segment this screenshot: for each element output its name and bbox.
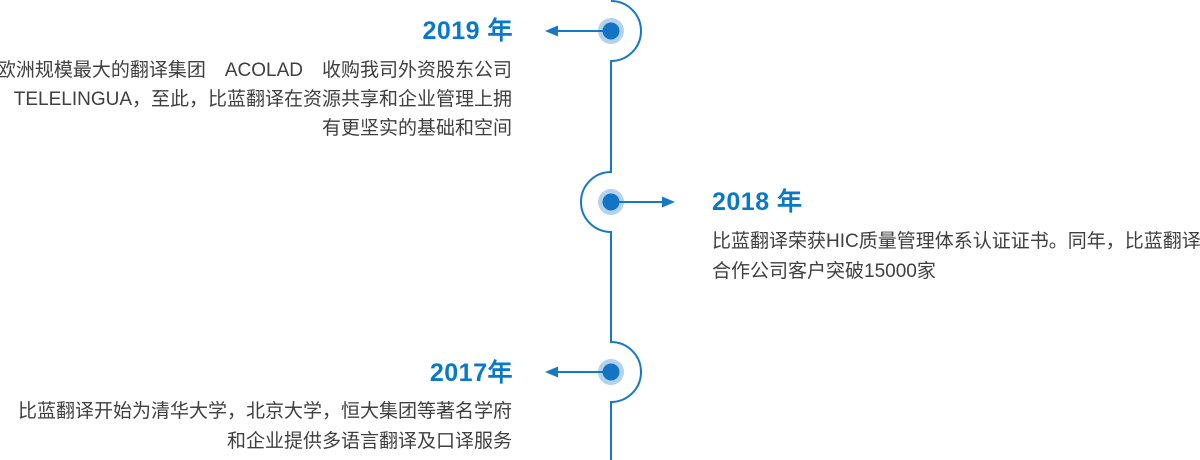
year-label-2017: 2017年: [429, 359, 513, 387]
arrow-right-icon: [619, 196, 675, 208]
event-description-line: 比蓝翻译荣获HIC质量管理体系认证证书。同年，比蓝翻译: [712, 231, 1200, 252]
arrow-left-icon: [545, 25, 603, 37]
event-description-2017: 比蓝翻译开始为清华大学，北京大学，恒大集团等著名学府 和企业提供多语言翻译及口译…: [18, 397, 512, 457]
event-description-line: TELELINGUA，至此，比蓝翻译在资源共享和企业管理上拥: [13, 89, 512, 110]
event-description-line: 合作公司客户突破15000家: [712, 261, 936, 282]
year-label-2018: 2018 年: [712, 188, 803, 216]
event-description-line: 有更坚实的基础和空间: [321, 118, 512, 139]
event-description-line: 和企业提供多语言翻译及口译服务: [226, 431, 512, 452]
arrow-left-icon: [545, 366, 603, 378]
event-description-2018: 比蓝翻译荣获HIC质量管理体系认证证书。同年，比蓝翻译 合作公司客户突破1500…: [712, 227, 1200, 287]
event-description-2019: 欧洲规模最大的翻译集团 ACOLAD 收购我司外资股东公司 TELELINGUA…: [0, 56, 512, 143]
year-label-2019: 2019 年: [422, 17, 513, 45]
timeline-node-2019: [598, 18, 624, 44]
timeline-node-2018: [598, 189, 624, 215]
timeline-node-2017: [598, 359, 624, 385]
event-description-line: 比蓝翻译开始为清华大学，北京大学，恒大集团等著名学府: [17, 401, 512, 422]
event-description-line: 欧洲规模最大的翻译集团 ACOLAD 收购我司外资股东公司: [0, 60, 512, 81]
timeline-line: [580, 0, 642, 460]
